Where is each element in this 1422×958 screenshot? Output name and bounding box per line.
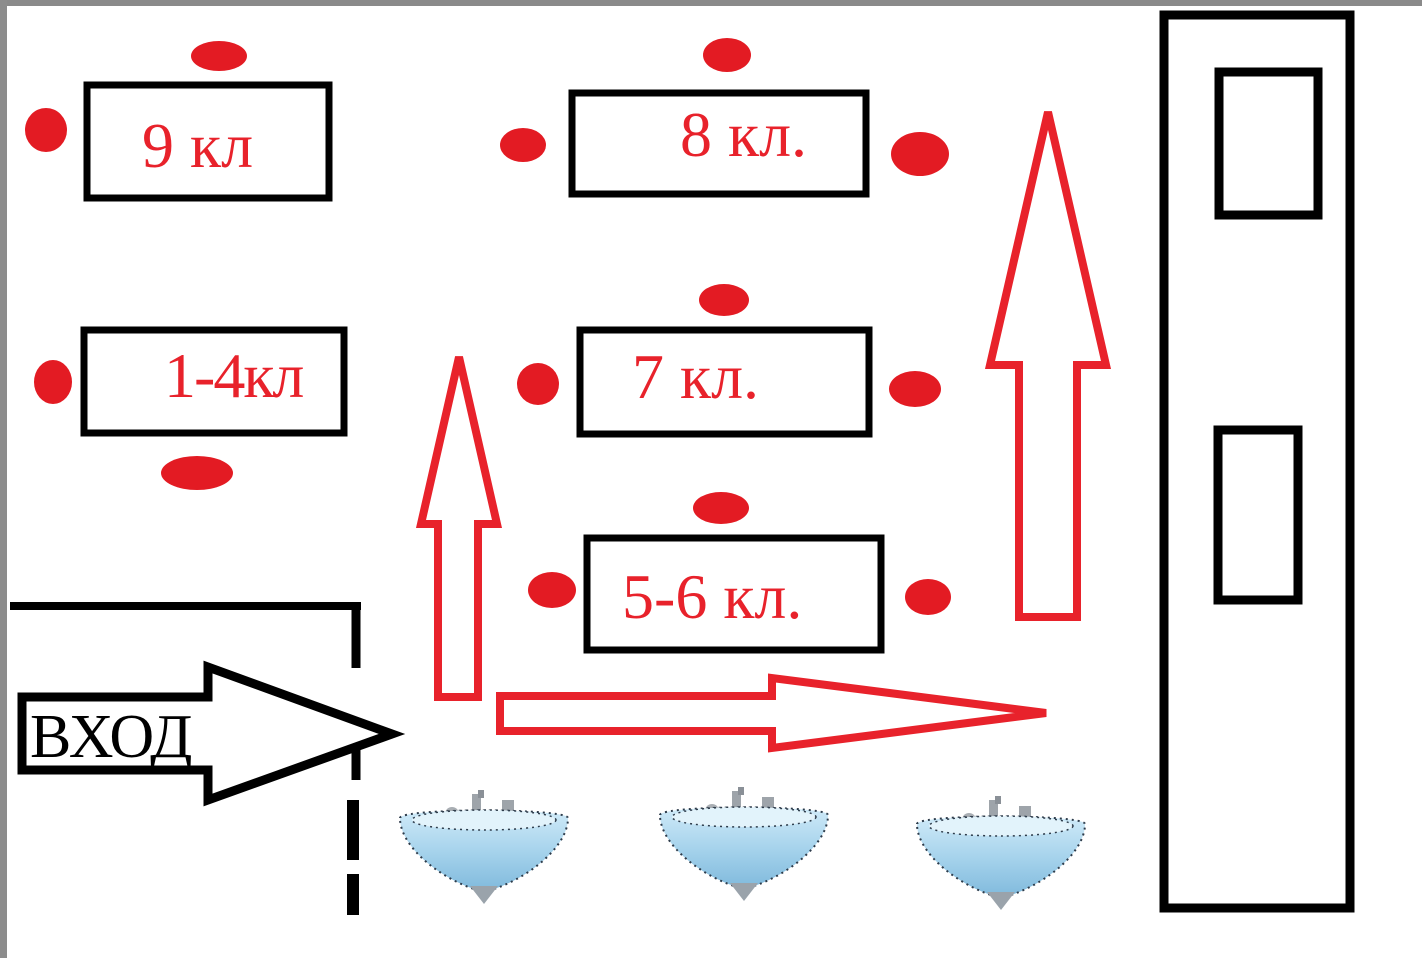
table-1-4 bbox=[34, 326, 348, 490]
table-8-seats bbox=[500, 38, 949, 176]
table-1-4-seats bbox=[34, 360, 233, 490]
table-5-6-seats bbox=[528, 492, 951, 615]
table-7-seats bbox=[517, 284, 941, 407]
table-9-seats bbox=[25, 41, 247, 152]
table-8 bbox=[500, 38, 949, 198]
counter-icon bbox=[1159, 10, 1355, 913]
table-1-4-label: 1-4кл bbox=[164, 340, 304, 411]
table-5-6 bbox=[528, 492, 951, 654]
table-7 bbox=[517, 284, 941, 438]
arrow-up-right bbox=[984, 111, 1112, 621]
table-9-label: 9 кл bbox=[142, 110, 254, 181]
arrow-right bbox=[496, 673, 1047, 753]
table-8-label: 8 кл. bbox=[680, 99, 808, 170]
flow-arrows bbox=[415, 111, 1112, 753]
entrance-wall bbox=[10, 602, 361, 915]
arrow-up-left bbox=[415, 356, 503, 701]
right-arrow-icon bbox=[17, 660, 406, 807]
sink-icon bbox=[399, 786, 1086, 911]
table-9 bbox=[25, 41, 333, 202]
entrance-label: ВХОД bbox=[30, 703, 192, 771]
table-7-label: 7 кл. bbox=[632, 341, 760, 412]
table-5-6-label: 5-6 кл. bbox=[622, 561, 803, 632]
